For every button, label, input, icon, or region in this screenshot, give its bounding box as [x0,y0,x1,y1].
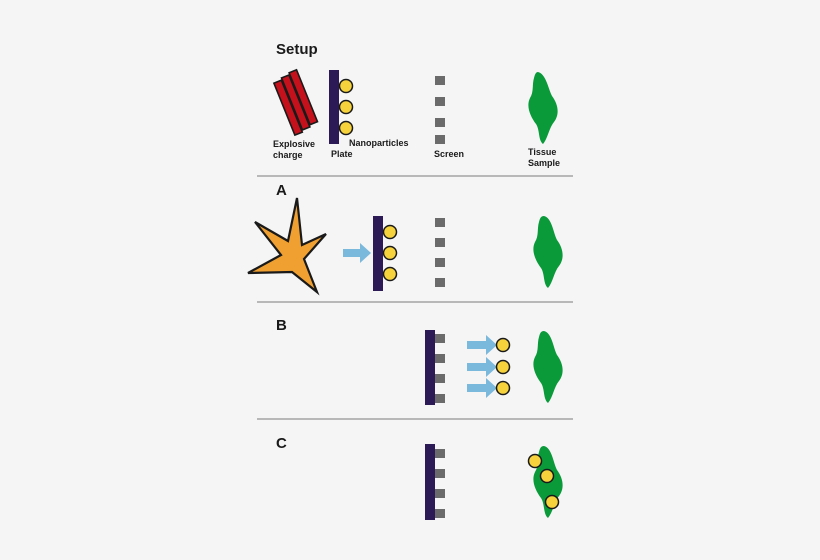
panel-b: B [276,317,563,405]
tissue-label-line2: Sample [528,158,560,168]
explosive-label-line1: Explosive [273,139,315,149]
nanoparticle-icon [495,359,511,375]
nanoparticle-icon [338,120,354,136]
panel-a-label: A [276,182,287,199]
tissue-sample-icon [528,72,558,144]
screen-label: Screen [434,149,464,159]
nanoparticle-icon [527,453,543,469]
nanoparticles-group [338,78,354,136]
nanoparticle-icon [382,266,398,282]
plate-icon [425,444,435,520]
nanoparticles-label: Nanoparticles [349,138,409,148]
panel-b-label: B [276,317,287,334]
setup-title: Setup [276,41,318,58]
nanoparticles-group [495,337,511,396]
panel-a: A [247,182,563,296]
arrow-icon [467,378,497,398]
tissue-sample-icon [533,216,563,288]
nanoparticle-icon [495,380,511,396]
panel-c: C [276,435,563,520]
nanoparticle-icon [539,468,555,484]
plate-icon [425,330,435,405]
arrow-icon [467,335,497,355]
tissue-label-line1: Tissue [528,147,556,157]
plate-icon [329,70,339,144]
nanoparticle-icon [382,224,398,240]
explosive-charge-icon [272,68,319,137]
nanoparticles-group [382,224,398,282]
arrow-icon [343,243,371,263]
nanoparticles-group [527,453,560,510]
setup-section: Setup Explosive charge Plate Nanoparti [272,41,560,168]
screen-icon [435,449,445,518]
plate-label: Plate [331,149,353,159]
arrow-icon [467,357,497,377]
nanoparticle-icon [338,99,354,115]
panel-c-label: C [276,435,287,452]
explosion-icon [247,197,327,296]
screen-icon [435,76,445,144]
nanoparticle-icon [544,494,560,510]
explosive-label-line2: charge [273,150,303,160]
screen-icon [435,334,445,403]
nanoparticle-icon [338,78,354,94]
nanoparticle-icon [495,337,511,353]
arrows-group [467,335,497,398]
screen-icon [435,218,445,287]
nanoparticle-icon [382,245,398,261]
plate-icon [373,216,383,291]
tissue-sample-icon [533,331,563,403]
